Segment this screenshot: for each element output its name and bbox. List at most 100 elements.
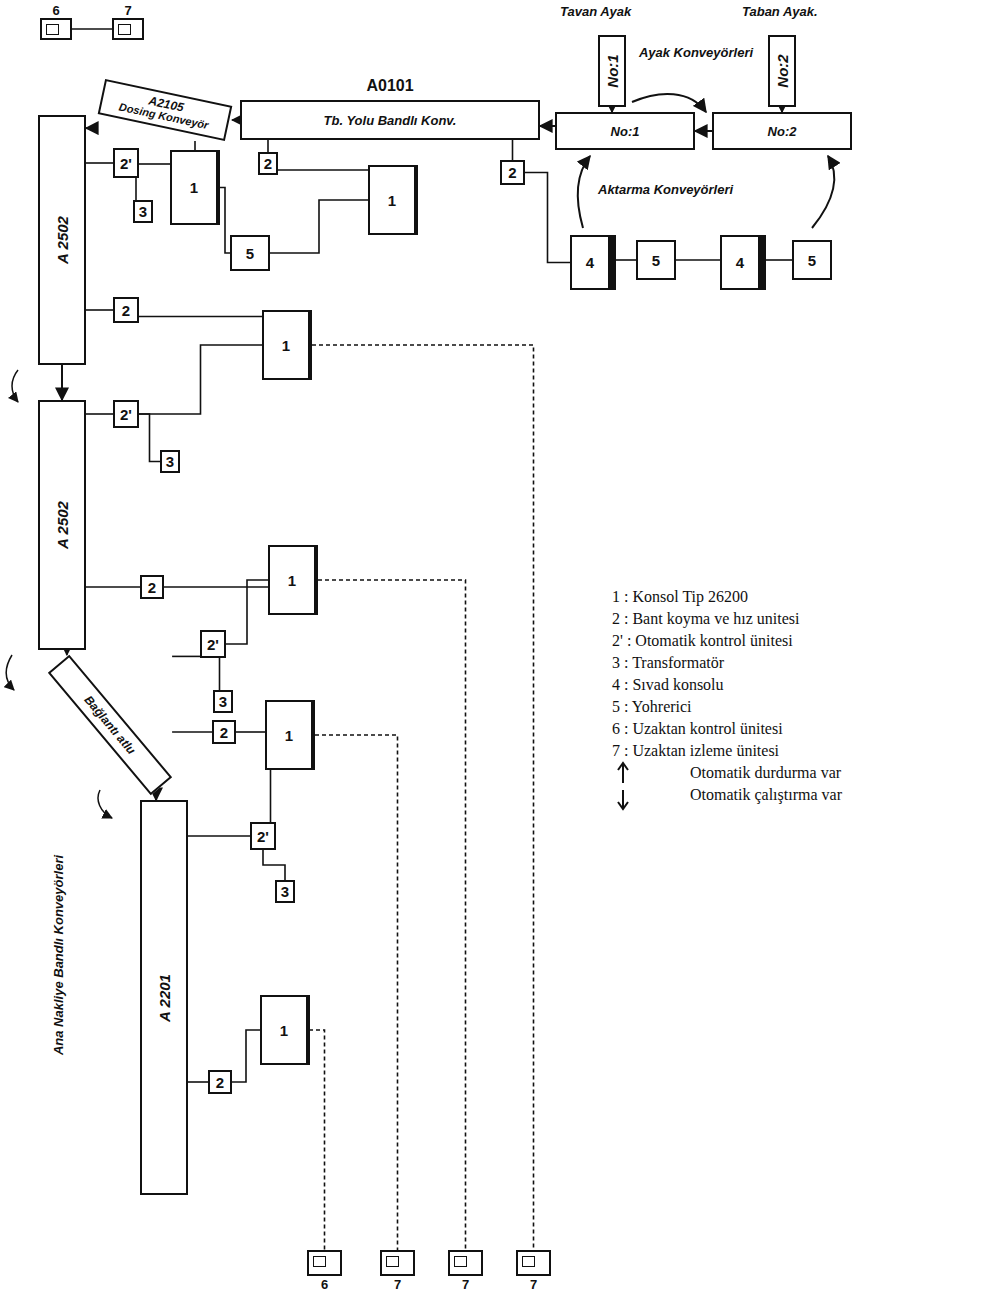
- cable: [172, 731, 212, 733]
- cable: [86, 586, 140, 588]
- cable: [232, 1030, 260, 1082]
- cable: [226, 580, 268, 644]
- conveyor-band: No:2: [768, 35, 796, 107]
- conveyor-band: No:2: [712, 112, 852, 150]
- conveyor-band: Bağlantı atlu: [48, 655, 172, 796]
- cable: [139, 345, 262, 414]
- flow-arrow: [12, 370, 18, 402]
- unit-box: 2': [250, 822, 276, 850]
- cable: [525, 173, 570, 263]
- callout-number: 3: [166, 453, 174, 470]
- unit-box: 1: [268, 545, 318, 615]
- auto-start-symbol: [618, 790, 628, 809]
- remote-unit: 6: [307, 1250, 342, 1276]
- transfer-arrow: [812, 156, 834, 228]
- screen-icon: [118, 24, 131, 35]
- legend-entry: 2 : Bant koyma ve hız unitesi: [612, 610, 800, 628]
- callout-number: 6: [36, 3, 76, 18]
- callout-number: 1: [190, 179, 198, 196]
- cable: [164, 586, 268, 588]
- screen-icon: [522, 1256, 535, 1267]
- conveyor-name: No:1: [611, 124, 640, 139]
- group-label: Ayak Konveyörleri: [636, 46, 756, 61]
- unit-box: 1: [170, 150, 220, 225]
- callout-number: 1: [388, 192, 396, 209]
- remote-link: [312, 345, 534, 1250]
- legend-entry: Otomatik çalıştırma var: [690, 786, 842, 804]
- unit-box: 2: [500, 160, 525, 185]
- conveyor-band: A 2502: [38, 400, 86, 650]
- cable: [139, 163, 170, 165]
- cable: [139, 414, 160, 462]
- legend-entry: 4 : Sıvad konsolu: [612, 676, 724, 694]
- unit-box: 3: [275, 880, 295, 903]
- cable: [72, 28, 112, 30]
- conveyor-name: No:1: [604, 54, 621, 87]
- unit-box: 4: [720, 235, 766, 290]
- screen-icon: [46, 24, 59, 35]
- callout-number: 3: [139, 203, 147, 220]
- unit-box: 1: [262, 310, 312, 380]
- cable: [616, 259, 636, 261]
- unit-box: 5: [230, 235, 270, 271]
- unit-box: 5: [636, 240, 676, 280]
- callout-number: 6: [303, 1277, 346, 1292]
- legend-entry: 2' : Otomatik kontrol ünitesi: [612, 632, 793, 650]
- unit-box: 3: [160, 450, 180, 473]
- callout-number: 7: [376, 1277, 419, 1292]
- screen-icon: [454, 1256, 467, 1267]
- unit-box: 3: [133, 200, 153, 223]
- cable: [139, 316, 262, 318]
- group-label: Taban Ayak.: [742, 4, 818, 19]
- legend-entry: 7 : Uzaktan izleme ünitesi: [612, 742, 779, 760]
- screen-icon: [313, 1256, 326, 1267]
- flow-arrow: [86, 127, 98, 129]
- callout-number: 2': [207, 636, 219, 653]
- callout-number: 4: [586, 254, 594, 271]
- unit-box: 2': [113, 148, 139, 178]
- legend-entry: 5 : Yohrerici: [612, 698, 692, 716]
- callout-number: 1: [280, 1022, 288, 1039]
- conveyor-band: A 2502: [38, 115, 86, 365]
- flow-arrow: [232, 119, 240, 121]
- cable: [263, 850, 285, 880]
- conveyor-name: A 2201: [156, 974, 173, 1022]
- conveyor-name: Bağlantı atlu: [82, 693, 138, 756]
- callout-number: 2: [148, 579, 156, 596]
- callout-number: 7: [512, 1277, 555, 1292]
- cable: [194, 141, 196, 150]
- remote-unit: 7: [380, 1250, 415, 1276]
- callout-number: 2': [120, 406, 132, 423]
- unit-box: 1: [260, 995, 310, 1065]
- flow-arrow: [66, 650, 68, 655]
- callout-number: 1: [285, 727, 293, 744]
- screen-icon: [386, 1256, 399, 1267]
- cable: [766, 259, 792, 261]
- unit-box: 2: [258, 152, 278, 175]
- flow-arrow: [540, 125, 555, 127]
- group-label: Ana Nakliye Bandlı Konveyörleri: [51, 855, 66, 1055]
- callout-number: 1: [282, 337, 290, 354]
- cable: [278, 169, 368, 171]
- callout-number: 2': [257, 828, 269, 845]
- callout-number: 3: [219, 693, 227, 710]
- cable: [512, 140, 514, 160]
- legend-entry: 1 : Konsol Tip 26200: [612, 588, 748, 606]
- unit-box: 1: [265, 700, 315, 770]
- callout-number: 2: [216, 1074, 224, 1091]
- legend-entry: 3 : Transformatör: [612, 654, 724, 672]
- conveyor-name: No:2: [774, 54, 791, 87]
- callout-number: 7: [444, 1277, 487, 1292]
- unit-box: 2: [113, 297, 139, 323]
- conveyor-band: A 2201: [140, 800, 188, 1195]
- flow-arrow: [695, 130, 712, 132]
- cable: [270, 200, 368, 253]
- conveyor-name: A0101: [242, 77, 538, 95]
- cable: [86, 162, 113, 164]
- conveyor-band: No:1: [598, 35, 626, 107]
- legend-entry: Otomatik durdurma var: [690, 764, 841, 782]
- conveyor-name: Tb. Yolu Bandlı Konv.: [324, 113, 457, 128]
- conveyor-name: No:2: [768, 124, 797, 139]
- callout-number: 2: [508, 164, 516, 181]
